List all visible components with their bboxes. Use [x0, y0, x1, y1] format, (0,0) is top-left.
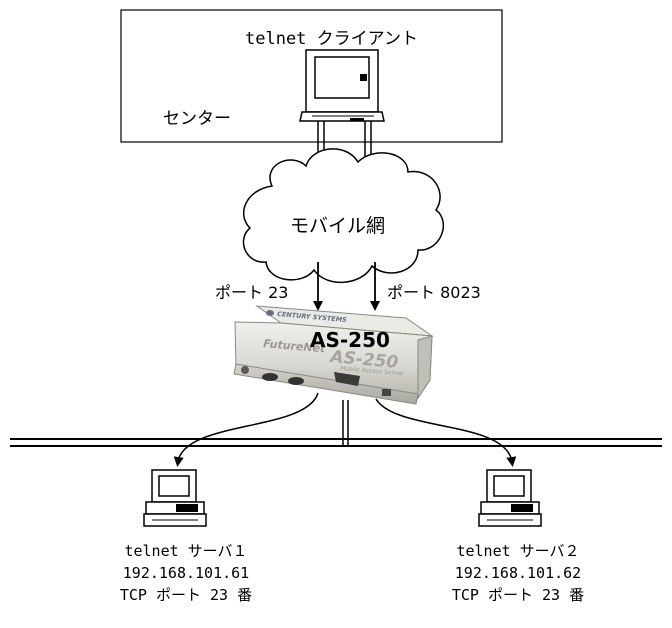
server2-name: telnet サーバ２ [456, 542, 580, 560]
cloud-label: モバイル網 [290, 215, 386, 237]
as250-device: FutureNet AS-250 Mobile Access Server CE… [233, 305, 434, 405]
server1-info: telnet サーバ１ 192.168.101.61 TCP ポート 23 番 [86, 540, 286, 606]
center-label: センター [163, 109, 231, 129]
server2-ip: 192.168.101.62 [454, 564, 582, 582]
laptop-icon [299, 49, 385, 122]
server2-info: telnet サーバ２ 192.168.101.62 TCP ポート 23 番 [418, 540, 618, 606]
server2-desktop-icon [478, 469, 542, 527]
server2-arrow [375, 398, 517, 467]
mobile-network-cloud [242, 148, 445, 284]
svg-text:FutureNet: FutureNet [263, 337, 327, 355]
server1-name: telnet サーバ１ [124, 542, 248, 560]
client-label: telnet クライアント [245, 29, 418, 49]
server2-port: TCP ポート 23 番 [451, 586, 585, 604]
lan-bus [10, 438, 662, 447]
svg-text:AS-250: AS-250 [310, 328, 390, 352]
port23-label: ポート 23 [215, 283, 289, 302]
server1-arrow [173, 392, 319, 467]
port8023-label: ポート 8023 [387, 283, 481, 302]
server1-desktop-icon [143, 469, 207, 527]
server1-ip: 192.168.101.61 [122, 564, 250, 582]
server1-port: TCP ポート 23 番 [119, 586, 253, 604]
